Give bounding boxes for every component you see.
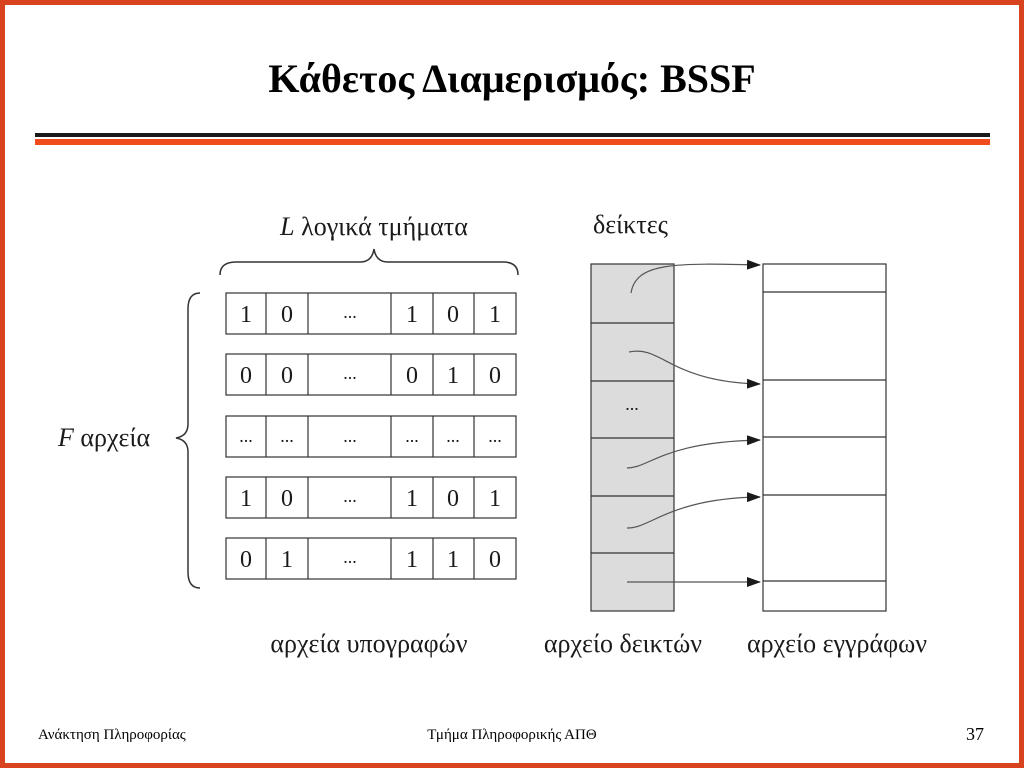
files-brace (175, 292, 201, 589)
record-file-label: αρχείο εγγράφων (747, 629, 927, 658)
record-file (762, 263, 887, 612)
signature-files-label: αρχεία υπογραφών (270, 629, 467, 658)
signature-cell: 0 (489, 547, 501, 573)
signature-cell: 1 (406, 547, 418, 573)
signature-cell: 1 (489, 486, 501, 512)
signature-cell: ... (405, 426, 419, 446)
page-number: 37 (966, 724, 984, 744)
pointer-arrow (626, 435, 761, 469)
signature-cell: 0 (406, 363, 418, 389)
signature-cell: 0 (281, 486, 293, 512)
signature-cell: 1 (240, 486, 252, 512)
signature-cell: ... (343, 547, 357, 567)
pointer-file-label: αρχείο δεικτών (544, 629, 702, 658)
pointer-file (590, 263, 675, 612)
logical-parts-label: L λογικά τμήματα (279, 212, 468, 241)
signature-row (225, 537, 517, 580)
signature-cell: 0 (489, 363, 501, 389)
signature-table (225, 292, 517, 580)
signature-row (225, 476, 517, 519)
title-rule-dark (35, 133, 990, 137)
signature-cell: 0 (240, 363, 252, 389)
signature-row (225, 353, 517, 396)
signature-cell: 0 (447, 486, 459, 512)
signature-cell: ... (343, 302, 357, 322)
signature-cell: 0 (281, 302, 293, 328)
signature-cell: 1 (281, 547, 293, 573)
signature-cell: 0 (240, 547, 252, 573)
signature-cell: 1 (489, 302, 501, 328)
pointer-dots: ... (625, 394, 639, 414)
footer-department: Τμήμα Πληροφορικής ΑΠΘ (427, 727, 597, 743)
signature-cell: 1 (240, 302, 252, 328)
title-rule-red (35, 139, 990, 145)
signature-cell: ... (280, 426, 294, 446)
signature-cell: ... (343, 486, 357, 506)
files-label: F αρχεία (57, 423, 150, 452)
footer-course: Ανάκτηση Πληροφορίας (38, 727, 186, 743)
signature-cells: 1 0 ... 1 0 1 0 0 ... 0 1 0 ... ... ... … (239, 302, 502, 573)
signature-cell: ... (343, 363, 357, 383)
signature-cell: ... (239, 426, 253, 446)
signature-row (225, 415, 517, 458)
signature-cell: 1 (406, 302, 418, 328)
pointer-arrow (630, 259, 761, 294)
signature-cell: 0 (281, 363, 293, 389)
signature-cell: 0 (447, 302, 459, 328)
pointer-arrows (626, 259, 761, 587)
logical-parts-brace (219, 248, 519, 276)
pointers-label: δείκτες (593, 210, 669, 239)
signature-cell: ... (488, 426, 502, 446)
signature-cell: ... (343, 426, 357, 446)
slide-title: Κάθετος Διαμερισμός: BSSF (268, 56, 756, 101)
signature-cell: 1 (406, 486, 418, 512)
pointer-arrow (626, 492, 761, 529)
signature-cell: 1 (447, 363, 459, 389)
pointer-arrow (628, 350, 761, 389)
signature-row (225, 292, 517, 335)
signature-cell: 1 (447, 547, 459, 573)
signature-cell: ... (446, 426, 460, 446)
